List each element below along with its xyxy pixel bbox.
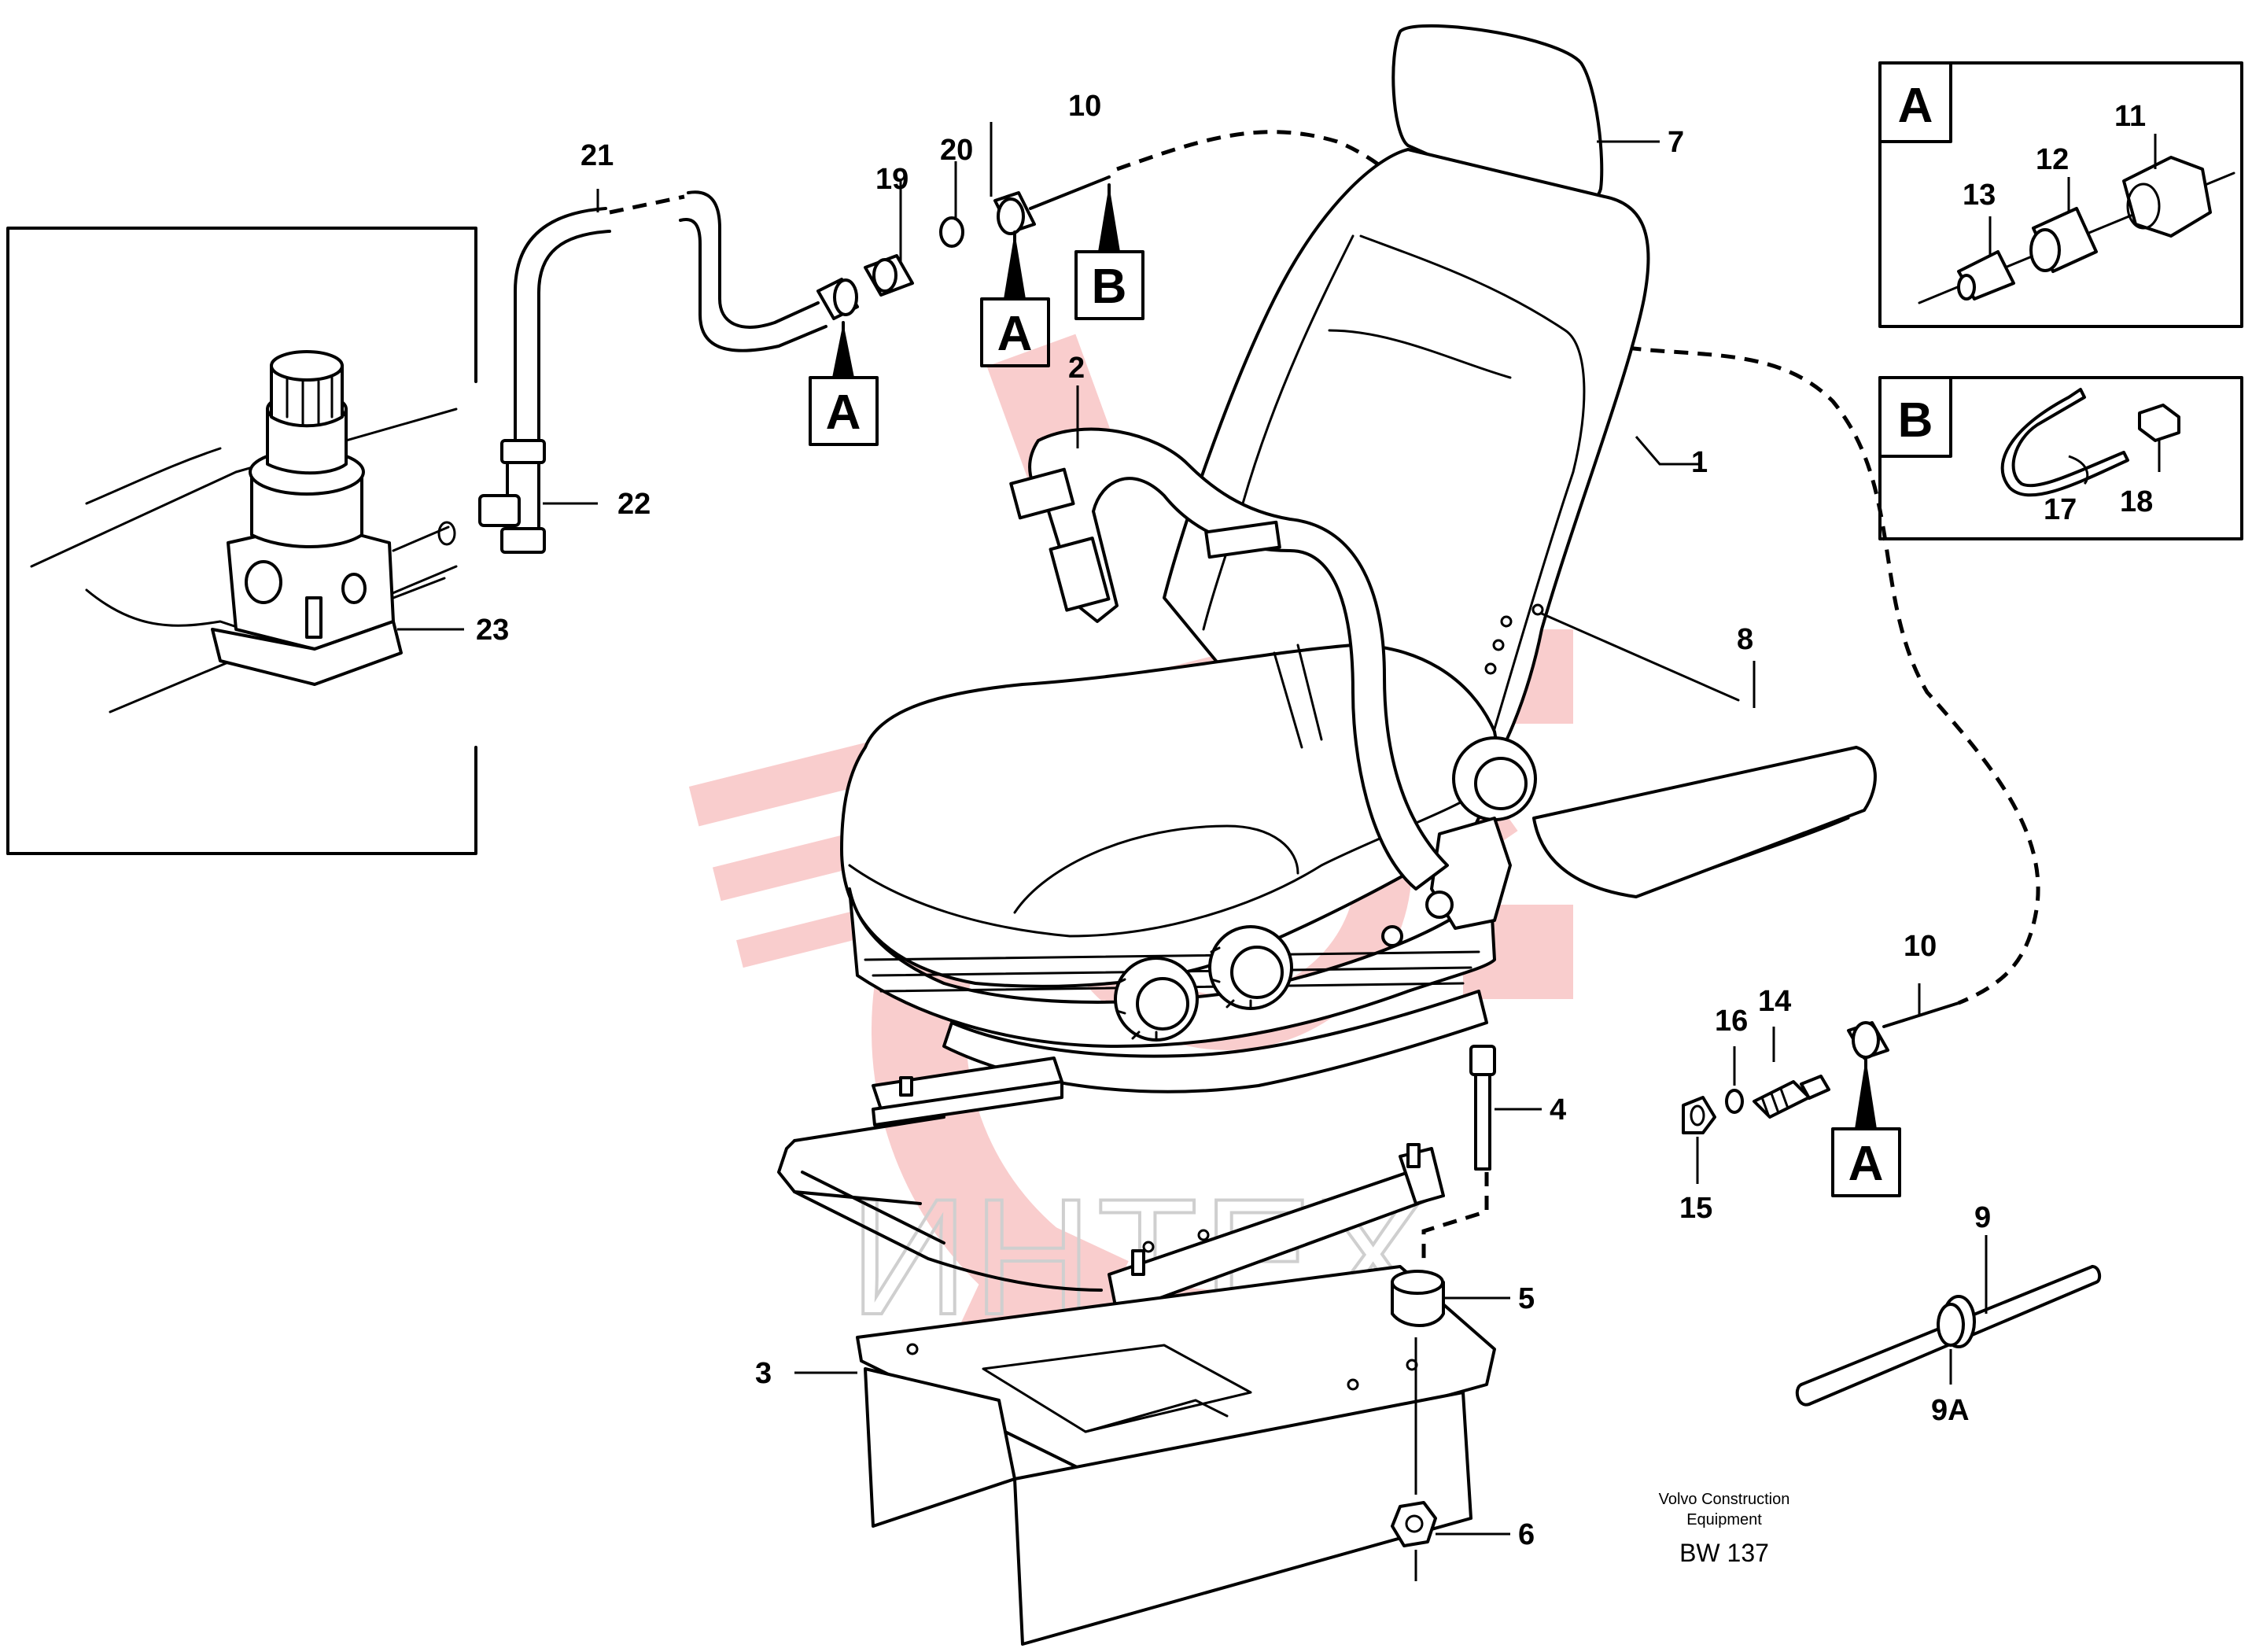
callout-6: 6 [1518,1518,1535,1551]
callout-19: 19 [875,163,909,196]
callout-14: 14 [1758,985,1791,1018]
marker-a-upper-left: A [826,385,861,440]
bolt-4 [1421,1045,1496,1259]
leader-lines [397,122,2161,1536]
credit-line-1: Volvo Construction [1659,1491,1790,1508]
cable-10-route [1116,130,2040,1005]
callout-3: 3 [755,1357,772,1390]
marker-b: B [1092,260,1127,314]
callout-16: 16 [1715,1005,1748,1038]
callout-10-lower: 10 [1904,930,1937,963]
regulator-drawing [30,350,458,714]
detail-panel-a: A [1878,61,2243,328]
detail-panel-b-title: B [1898,393,1933,448]
t-fitting-22 [478,439,546,554]
callout-21: 21 [581,139,614,172]
callout-12: 12 [2036,143,2069,176]
callout-8: 8 [1737,623,1753,656]
callout-2: 2 [1068,352,1085,385]
callout-10-upper: 10 [1068,90,1101,123]
callout-11: 11 [2114,100,2146,133]
callout-9a: 9A [1931,1394,1970,1427]
callout-15: 15 [1679,1192,1712,1225]
callout-4: 4 [1550,1093,1566,1127]
knob-mid [1208,925,1293,1010]
tube-9 [1795,1265,2102,1407]
callout-22: 22 [617,488,651,521]
callout-17: 17 [2044,493,2077,526]
callout-18: 18 [2120,485,2153,518]
regulator-detail-frame [6,227,477,855]
hose-21 [514,190,827,442]
detail-panel-b: B [1878,376,2243,540]
nut-6 [1391,1337,1437,1581]
credit-line-2: Equipment [1686,1511,1762,1528]
detail-panel-a-title: A [1898,79,1933,133]
seat-drawing [840,24,1877,1093]
marker-group: A A B A [809,183,1901,1197]
callout-13: 13 [1963,179,1996,212]
credit-code: BW 137 [1679,1539,1769,1567]
marker-a-lower: A [1848,1137,1884,1191]
knob-left [1114,957,1199,1042]
callout-23: 23 [476,614,509,647]
fitting-assembly-lower [1682,1001,1960,1134]
callout-9: 9 [1974,1201,1991,1234]
callout-7: 7 [1668,126,1684,159]
callout-20: 20 [940,134,973,167]
fitting-assembly-upper [816,175,1111,320]
rails-and-base [777,1056,1496,1646]
marker-a-upper-right: A [997,307,1033,361]
knob-recline [1452,736,1537,821]
spacer-5 [1391,1270,1445,1327]
callout-1: 1 [1691,446,1708,479]
callout-5: 5 [1518,1282,1535,1315]
